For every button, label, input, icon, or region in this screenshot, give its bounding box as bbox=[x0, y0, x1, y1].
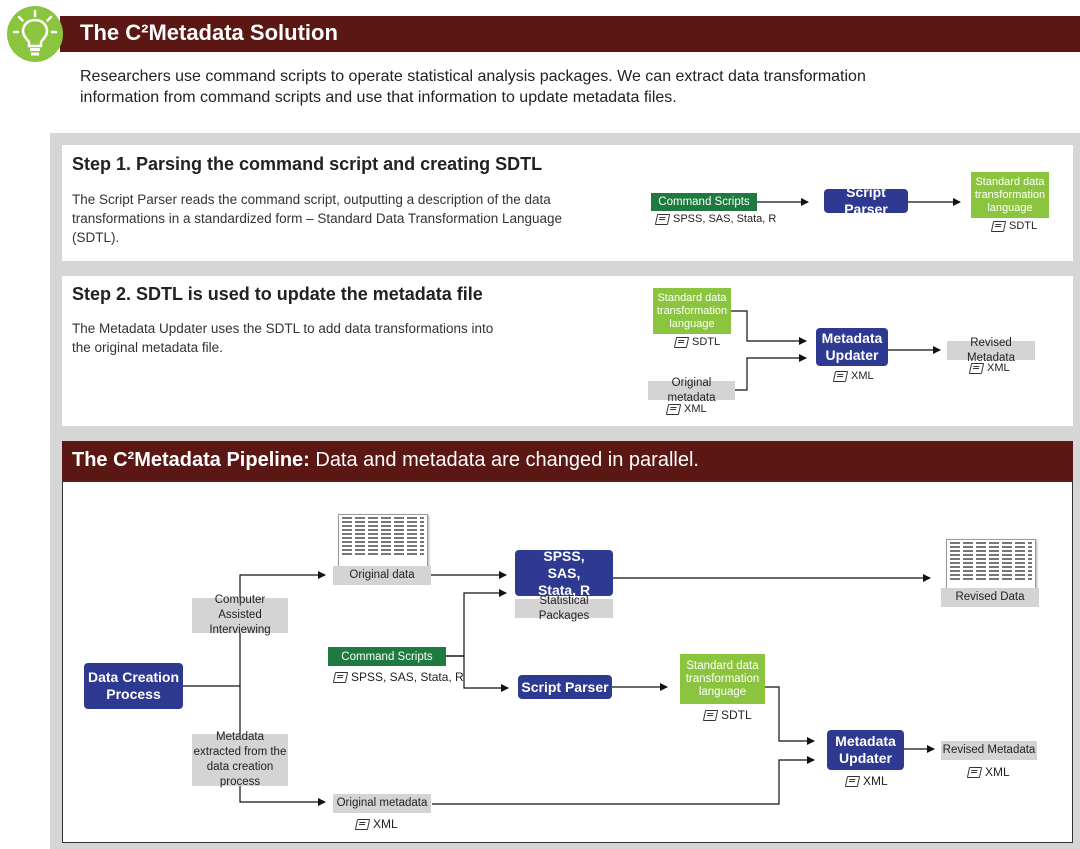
metadata-extracted-label: Metadata extracted from the data creatio… bbox=[192, 731, 288, 788]
intro-text: Researchers use command scripts to opera… bbox=[80, 68, 866, 106]
original-data-spreadsheet-icon bbox=[338, 514, 428, 568]
revised-data-box: Revised Data bbox=[941, 588, 1039, 607]
page-title: The C²Metadata Solution bbox=[80, 20, 338, 45]
step2-metadata-updater-box: Metadata Updater bbox=[816, 328, 888, 366]
lightbulb-icon bbox=[7, 6, 63, 62]
header-bar bbox=[60, 16, 1080, 52]
step1-title: Step 1. Parsing the command script and c… bbox=[72, 154, 543, 174]
statistical-packages-box: SPSS, SAS, Stata, R bbox=[515, 548, 613, 598]
pipeline-command-scripts-sub: SPSS, SAS, Stata, R bbox=[332, 670, 464, 684]
pipeline-sdtl-sub: SDTL bbox=[702, 708, 752, 722]
pipeline-original-metadata-box: Original metadata bbox=[333, 794, 431, 813]
step2-revised-metadata-sub: XML bbox=[968, 362, 1010, 374]
file-icon bbox=[332, 671, 349, 683]
file-icon bbox=[354, 818, 371, 830]
step1-command-scripts-sub: SPSS, SAS, Stata, R bbox=[654, 213, 776, 225]
pipeline-metadata-updater-box: Metadata Updater bbox=[827, 730, 904, 770]
step2-title: Step 2. SDTL is used to update the metad… bbox=[72, 284, 483, 304]
step2-sdtl-box: Standard data transformation language bbox=[653, 288, 731, 334]
step2-panel bbox=[62, 276, 1073, 426]
step2-original-metadata-sub: XML bbox=[665, 403, 707, 415]
data-creation-process-box: Data Creation Process bbox=[84, 663, 183, 709]
step2-sdtl-sub: SDTL bbox=[673, 336, 720, 348]
pipeline-sdtl-box: Standard data transformation language bbox=[680, 654, 765, 704]
file-icon bbox=[966, 766, 983, 778]
revised-data-spreadsheet-icon bbox=[946, 539, 1036, 591]
step2-description: The Metadata Updater uses the SDTL to ad… bbox=[72, 321, 494, 355]
statistical-packages-label: Statistical Packages bbox=[515, 595, 613, 622]
step1-command-scripts-box: Command Scripts bbox=[651, 193, 757, 211]
pipeline-revised-metadata-sub: XML bbox=[966, 765, 1010, 779]
step1-sdtl-sub: SDTL bbox=[990, 220, 1037, 232]
step2-metadata-updater-sub: XML bbox=[832, 370, 874, 382]
pipeline-revised-metadata-box: Revised Metadata bbox=[941, 741, 1037, 760]
pipeline-original-metadata-sub: XML bbox=[354, 817, 398, 831]
pipeline-header-bar bbox=[62, 441, 1073, 481]
original-data-box: Original data bbox=[333, 566, 431, 585]
pipeline-title: The C²Metadata Pipeline: Data and metada… bbox=[72, 449, 699, 471]
pipeline-metadata-updater-sub: XML bbox=[844, 774, 888, 788]
pipeline-script-parser-box: Script Parser bbox=[518, 675, 612, 699]
file-icon bbox=[844, 775, 861, 787]
step1-sdtl-box: Standard data transformation language bbox=[971, 172, 1049, 218]
step1-description: The Script Parser reads the command scri… bbox=[72, 192, 563, 245]
file-icon bbox=[702, 709, 719, 721]
cai-label: Computer Assisted Interviewing bbox=[192, 594, 288, 636]
pipeline-command-scripts-box: Command Scripts bbox=[328, 647, 446, 666]
